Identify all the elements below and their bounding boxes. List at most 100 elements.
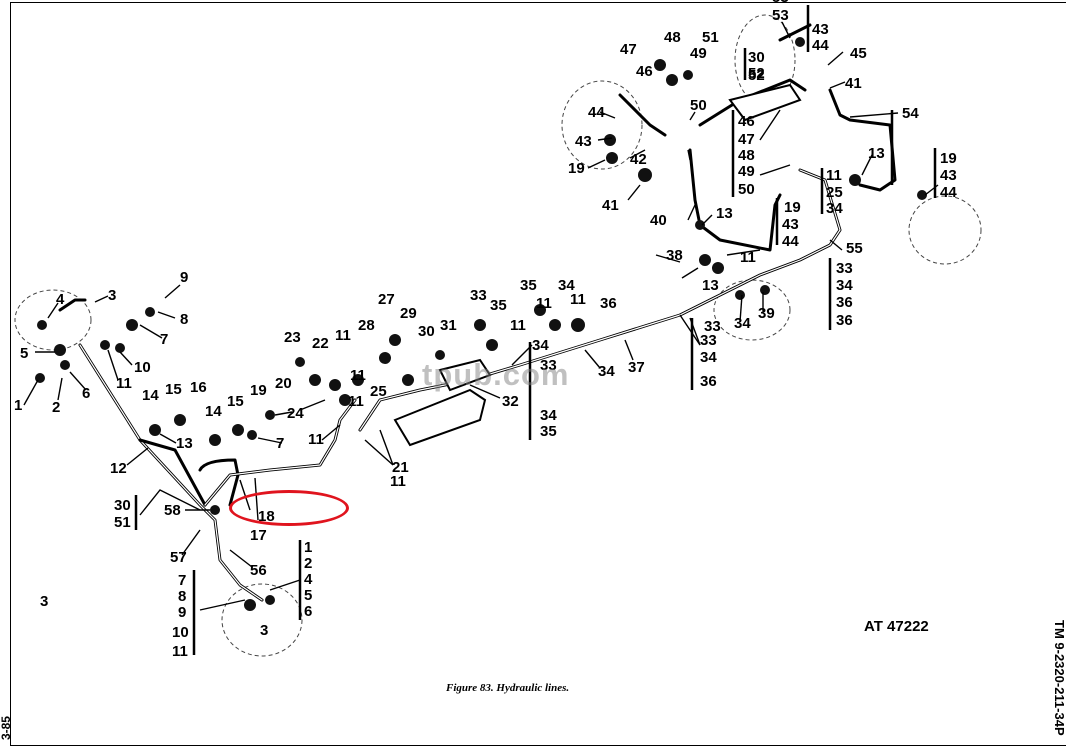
callout-11-c: 11	[510, 317, 526, 334]
callout-12: 12	[110, 460, 127, 477]
callout-50-group: 50	[738, 181, 755, 198]
detail-circle-left	[14, 289, 92, 351]
callout-13: 13	[176, 435, 193, 452]
callout-15-b: 15	[227, 393, 244, 410]
callout-11-a: 11	[308, 431, 324, 448]
callout-34-c: 34	[700, 349, 717, 366]
callout-17: 17	[250, 527, 267, 544]
callout-34: 34	[532, 337, 549, 354]
callout-34-b: 34	[540, 407, 557, 424]
callout-11-h: 11	[390, 473, 406, 490]
callout-13-right: 13	[716, 205, 733, 222]
callout-30-left: 30	[114, 497, 131, 514]
callout-2-group: 2	[304, 555, 312, 572]
callout-44-right: 44	[940, 184, 957, 201]
callout-48-group: 48	[738, 147, 755, 164]
callout-25-right: 25	[826, 184, 843, 201]
callout-46-group: 46	[738, 113, 755, 130]
callout-43-top: 43	[812, 21, 829, 38]
callout-brackets	[134, 5, 937, 655]
callout-27: 27	[378, 291, 395, 308]
callout-11-d: 11	[570, 291, 586, 308]
callout-43-right: 43	[940, 167, 957, 184]
callout-11-g: 11	[536, 295, 552, 312]
callout-15: 15	[165, 381, 182, 398]
callout-34-d: 34	[598, 363, 615, 380]
callout-16: 16	[190, 379, 207, 396]
callout-10: 10	[134, 359, 151, 376]
callout-47-group: 47	[738, 131, 755, 148]
callout-14: 14	[142, 387, 159, 404]
callout-3-bottom: 3	[260, 622, 268, 639]
callout-34-mid: 34	[558, 277, 575, 294]
callout-19-mid: 19	[784, 199, 801, 216]
cylinder-assembly	[393, 83, 802, 447]
callout-11-i: 11	[350, 367, 366, 384]
callout-33-mid: 33	[704, 318, 721, 335]
callout-36: 36	[600, 295, 617, 312]
callout-38: 38	[666, 247, 683, 264]
callout-4-group: 4	[304, 571, 313, 588]
callout-53-b: 53	[772, 0, 789, 6]
callout-43: 43	[575, 133, 592, 150]
callout-55: 55	[846, 240, 863, 257]
detail-circle-top	[561, 80, 643, 170]
page-border	[10, 2, 1066, 746]
callout-40: 40	[650, 212, 667, 229]
callout-45: 45	[850, 45, 867, 62]
callout-1: 1	[14, 397, 22, 414]
callout-44-top: 44	[812, 37, 829, 54]
callout-52-top: 52	[748, 65, 765, 82]
callout-30: 30	[418, 323, 435, 340]
callout-11-group: 11	[172, 643, 188, 660]
callout-9: 9	[180, 269, 188, 286]
callout-41-left: 41	[602, 197, 619, 214]
callout-44: 44	[588, 104, 605, 121]
callout-2: 2	[52, 399, 60, 416]
callout-51-left: 51	[114, 514, 131, 531]
callout-3: 3	[108, 287, 116, 304]
callout-33-c: 33	[700, 332, 717, 349]
callout-19-left: 19	[568, 160, 585, 177]
callout-7-group: 7	[178, 572, 186, 589]
leader-lines	[23, 21, 939, 611]
detail-circle-right	[908, 195, 982, 265]
callout-33-b: 33	[540, 357, 557, 374]
callout-1-group: 1	[304, 539, 312, 556]
callout-43-mid: 43	[782, 216, 799, 233]
callout-11: 11	[116, 375, 132, 392]
page-number: 3-85	[0, 716, 13, 741]
figure-caption: Figure 83. Hydraulic lines.	[446, 682, 570, 694]
callout-11-f: 11	[348, 393, 364, 410]
callout-44-mid: 44	[782, 233, 799, 250]
callout-28: 28	[358, 317, 375, 334]
callout-25: 25	[370, 383, 387, 400]
callout-36-c: 36	[700, 373, 717, 390]
callout-36-far: 36	[836, 294, 853, 311]
callout-33: 33	[470, 287, 487, 304]
callout-35-mid: 35	[520, 277, 537, 294]
callout-20: 20	[275, 375, 292, 392]
callout-30-top: 30	[748, 49, 765, 66]
callout-4: 4	[56, 291, 65, 308]
callout-23: 23	[284, 329, 301, 346]
callout-11-e: 11	[740, 249, 756, 266]
callout-50: 50	[690, 97, 707, 114]
callout-42: 42	[630, 151, 647, 168]
callout-21: 21	[392, 459, 409, 476]
callout-29: 29	[400, 305, 417, 322]
callout-10-group: 10	[172, 624, 189, 641]
fitting-parts	[35, 37, 927, 611]
callout-57: 57	[170, 549, 187, 566]
callout-46: 46	[636, 63, 653, 80]
callout-49: 49	[690, 45, 707, 62]
callout-35: 35	[490, 297, 507, 314]
callout-5-group: 5	[304, 587, 312, 604]
callout-39: 39	[758, 305, 775, 322]
callout-6: 6	[82, 385, 90, 402]
callout-11-b: 11	[335, 327, 351, 344]
callout-22: 22	[312, 335, 329, 352]
callout-34-e: 34	[734, 315, 751, 332]
callout-49-group: 49	[738, 163, 755, 180]
callout-7: 7	[160, 331, 168, 348]
